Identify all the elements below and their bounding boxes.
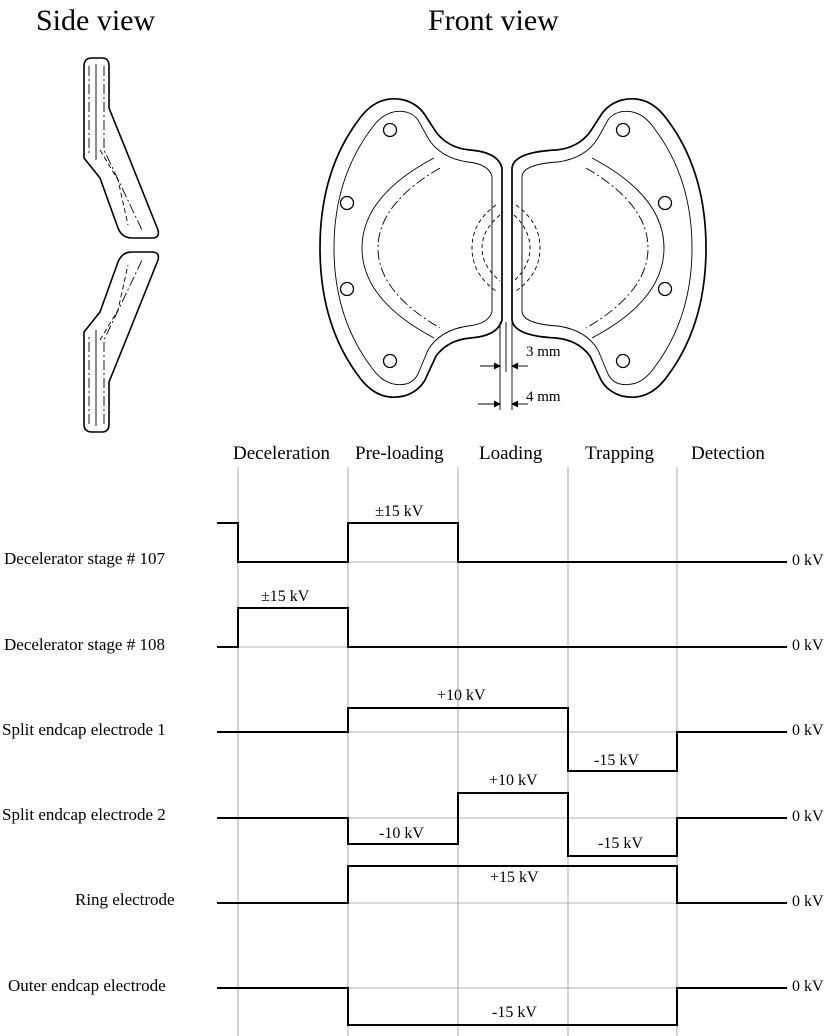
waveform-split-endcap-2: [217, 792, 787, 857]
front-view-electrodes: [319, 98, 707, 410]
phase-deceleration: Deceleration: [233, 443, 331, 464]
waveform-stage-107: [217, 522, 787, 563]
gap-large-label: 4 mm: [526, 389, 561, 405]
level-label: -15 kV: [598, 835, 643, 852]
level-label: -15 kV: [492, 1004, 537, 1021]
row-label-split-endcap-2: Split endcap electrode 2: [2, 805, 166, 824]
waveform-split-endcap-1: [217, 707, 787, 772]
level-label: -10 kV: [379, 825, 424, 842]
side-view-upper-electrode: [83, 57, 160, 239]
phase-trapping: Trapping: [585, 443, 654, 464]
phase-pre-loading: Pre-loading: [355, 443, 444, 464]
side-view-lower-electrode: [83, 251, 160, 433]
level-label: +10 kV: [437, 687, 486, 704]
waveform-outer-endcap: [217, 987, 787, 1026]
zero-label: 0 kV: [792, 893, 824, 910]
level-label: +15 kV: [490, 869, 539, 886]
zero-label: 0 kV: [792, 552, 824, 569]
row-label-stage-108: Decelerator stage # 108: [4, 635, 165, 654]
row-label-split-endcap-1: Split endcap electrode 1: [2, 720, 166, 739]
waveform-stage-108: [217, 607, 787, 648]
level-label: ±15 kV: [375, 503, 424, 520]
side-view-title: Side view: [36, 4, 156, 37]
level-label: ±15 kV: [261, 588, 310, 605]
phase-loading: Loading: [479, 443, 543, 464]
waveform-ring: [217, 865, 787, 904]
row-label-outer-endcap: Outer endcap electrode: [8, 976, 166, 995]
phase-detection: Detection: [691, 443, 765, 464]
front-view-title: Front view: [428, 4, 559, 37]
waveforms: [217, 522, 787, 1026]
level-label: -15 kV: [594, 752, 639, 769]
front-view-right-electrode: [511, 98, 707, 398]
gap-dimension-lines: [478, 322, 528, 410]
row-label-stage-107: Decelerator stage # 107: [4, 549, 165, 568]
side-view-electrodes: [83, 57, 160, 433]
front-view-left-electrode: [319, 98, 503, 398]
row-label-ring: Ring electrode: [75, 890, 175, 909]
zero-label: 0 kV: [792, 637, 824, 654]
zero-label: 0 kV: [792, 722, 824, 739]
zero-label: 0 kV: [792, 808, 824, 825]
zero-label: 0 kV: [792, 978, 824, 995]
gap-small-label: 3 mm: [526, 344, 561, 360]
level-label: +10 kV: [489, 772, 538, 789]
